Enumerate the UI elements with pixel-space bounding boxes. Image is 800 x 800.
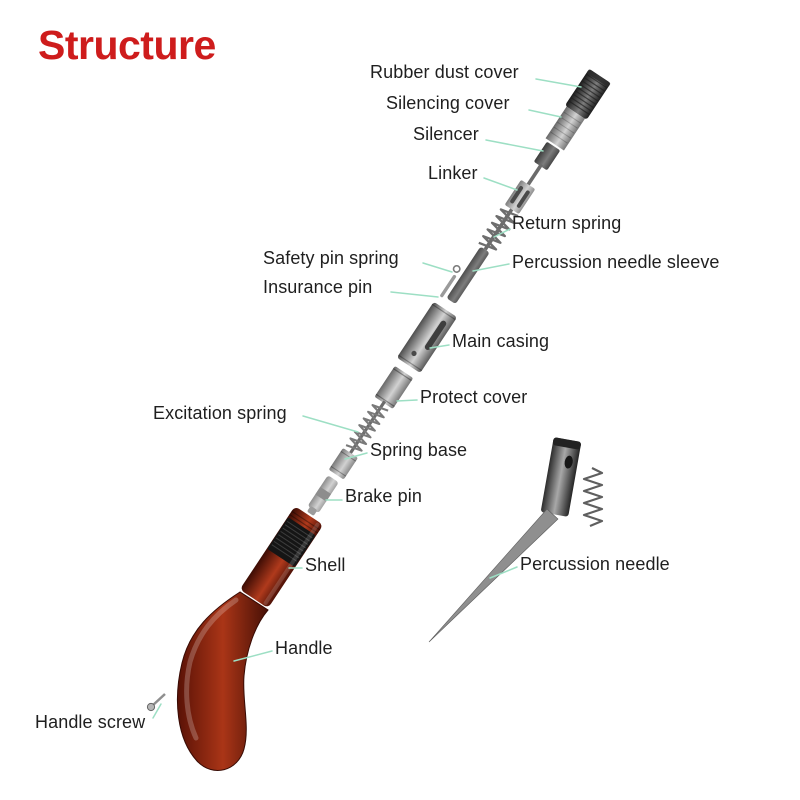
brake-pin-part bbox=[307, 476, 338, 516]
leader-rubber-dust-cover bbox=[535, 78, 582, 88]
label-handle: Handle bbox=[275, 638, 333, 658]
leader-percussion-needle-sleeve bbox=[472, 263, 510, 272]
protect-cover-part bbox=[375, 366, 413, 409]
leader-silencing-cover bbox=[528, 109, 562, 118]
label-percussion-needle: Percussion needle bbox=[520, 554, 670, 574]
label-silencing-cover: Silencing cover bbox=[386, 93, 510, 113]
needle-spring bbox=[582, 467, 604, 528]
percussion-needle-sleeve-part bbox=[447, 247, 489, 304]
label-protect-cover: Protect cover bbox=[420, 387, 528, 407]
tool-assembly bbox=[241, 69, 611, 607]
label-silencer: Silencer bbox=[413, 124, 479, 144]
label-safety-pin-spring: Safety pin spring bbox=[263, 248, 399, 268]
silencing-cover-part bbox=[545, 106, 585, 151]
shell-part bbox=[241, 508, 322, 607]
silencer-part bbox=[534, 142, 560, 170]
page-title: Structure bbox=[38, 22, 216, 68]
leader-excitation-spring bbox=[302, 415, 359, 433]
leader-main-casing bbox=[429, 344, 450, 349]
leader-percussion-needle bbox=[489, 566, 518, 579]
leader-protect-cover bbox=[396, 399, 418, 402]
return-spring-part bbox=[478, 208, 519, 251]
rubber-dust-cover-part bbox=[566, 69, 611, 119]
leader-silencer bbox=[485, 139, 544, 152]
label-spring-base: Spring base bbox=[370, 440, 468, 460]
leader-safety-pin-spring bbox=[422, 262, 453, 273]
main-casing-part bbox=[397, 302, 456, 372]
leader-lines bbox=[152, 78, 582, 719]
leader-handle-screw bbox=[152, 703, 162, 719]
handle-screw-part bbox=[146, 693, 166, 712]
leader-insurance-pin bbox=[390, 291, 439, 298]
leader-handle bbox=[233, 650, 273, 662]
label-excitation-spring: Excitation spring bbox=[153, 403, 287, 423]
safety-pin-spring-part bbox=[452, 264, 461, 273]
label-percussion-needle-sleeve: Percussion needle sleeve bbox=[512, 252, 720, 272]
leader-return-spring bbox=[493, 228, 511, 238]
spring-base-part bbox=[329, 448, 358, 479]
label-rubber-dust-cover: Rubber dust cover bbox=[370, 62, 519, 82]
label-brake-pin: Brake pin bbox=[345, 486, 422, 506]
percussion-needle-part bbox=[428, 437, 604, 643]
insurance-pin-part bbox=[440, 274, 457, 298]
label-linker: Linker bbox=[428, 163, 478, 183]
label-return-spring: Return spring bbox=[512, 213, 622, 233]
needle-shaft bbox=[428, 508, 559, 643]
label-handle-screw: Handle screw bbox=[35, 712, 146, 732]
label-insurance-pin: Insurance pin bbox=[263, 277, 373, 297]
excitation-spring-part bbox=[345, 404, 389, 452]
label-main-casing: Main casing bbox=[452, 331, 550, 351]
label-shell: Shell bbox=[305, 555, 346, 575]
linker-part bbox=[505, 180, 535, 214]
handle-part bbox=[176, 591, 269, 771]
leader-linker bbox=[483, 177, 518, 191]
leader-spring-base bbox=[344, 452, 368, 460]
